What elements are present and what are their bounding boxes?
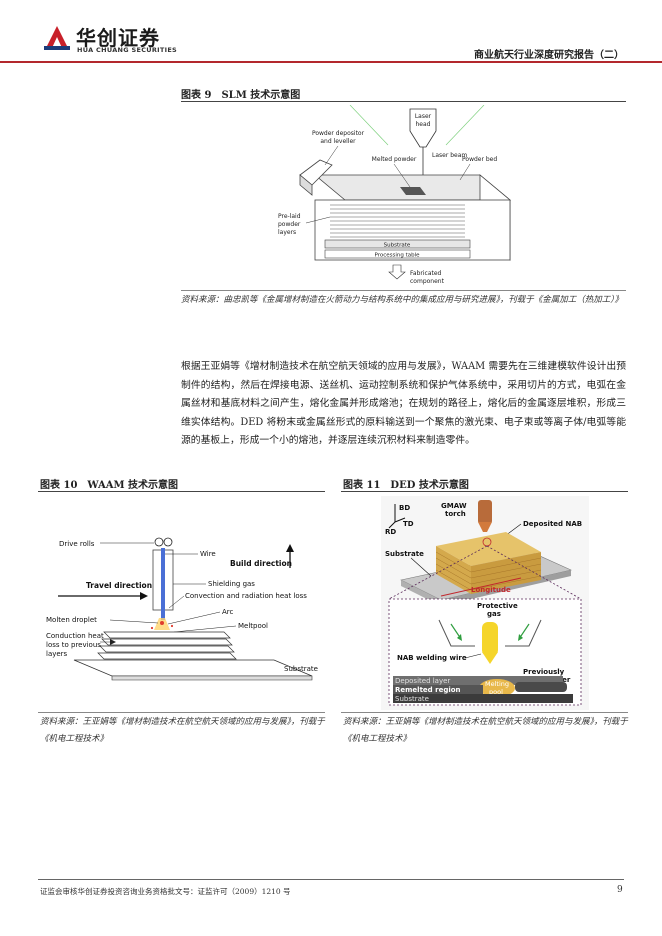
substrate-plate: [73, 659, 313, 677]
label-build-direction: Build direction: [230, 559, 292, 568]
melting-pool-shape: [479, 679, 515, 697]
label-remelted: Remelted region: [395, 686, 461, 694]
label-conduction: Conduction heat: [46, 632, 104, 640]
svg-text:loss to previous: loss to previous: [46, 641, 101, 649]
report-title: 商业航天行业深度研究报告（二）: [474, 50, 624, 61]
figure10-divider: [38, 491, 325, 492]
figure10-source: 资料来源：王亚娟等《增材制造技术在航空航天领域的应用与发展》，刊载于《机电工程技…: [40, 717, 325, 744]
svg-text:component: component: [410, 278, 445, 285]
label-deposited-nab: Deposited NAB: [523, 520, 582, 528]
label-shielding-gas: Shielding gas: [208, 580, 255, 588]
figure11-bottom-divider: [341, 712, 628, 713]
svg-text:layers: layers: [46, 650, 68, 658]
svg-text:layers: layers: [278, 229, 296, 236]
label-molten-droplet: Molten droplet: [46, 616, 97, 624]
label-wire: Wire: [200, 550, 216, 558]
deposited-block: [436, 532, 541, 566]
label-pre-laid: Pre-laid: [278, 213, 301, 220]
label-nab-wire: NAB welding wire: [397, 654, 467, 662]
nab-wire-shape: [482, 622, 498, 656]
label-laser-beam: Laser beam: [432, 152, 467, 159]
label-drive-rolls: Drive rolls: [59, 540, 95, 548]
label-rd: RD: [385, 528, 396, 536]
figure9-slm-diagram: Laser head Laser beam Substrate Processi…: [270, 105, 540, 290]
figure11-title: 图表 11 DED 技术示意图: [343, 480, 469, 491]
label-melted-powder: Melted powder: [372, 156, 417, 163]
label-protective-gas: Protective: [477, 602, 518, 610]
label-substrate: Substrate: [284, 665, 318, 673]
gmaw-torch-shape: [478, 500, 492, 524]
figure9-bottom-divider: [181, 290, 626, 291]
label-deposited-layer: Deposited layer: [395, 677, 450, 685]
logo-icon: [44, 26, 70, 50]
label-laser-head: Laser: [415, 113, 432, 120]
svg-text:gas: gas: [487, 610, 501, 618]
label-longitude: Longitude: [471, 586, 511, 594]
figure9-source: 资料来源：曲忠凯等《金属增材制造在火箭动力与结构系统中的集成应用与研究进展》，刊…: [181, 295, 624, 305]
label-melting-pool: Melting: [485, 680, 509, 688]
wire-shape: [161, 548, 165, 620]
label-processing-table: Processing table: [374, 253, 420, 259]
body-paragraph: 根据王亚娟等《增材制造技术在航空航天领域的应用与发展》，WAAM 需要先在三维建…: [181, 361, 626, 446]
footer-divider: [38, 879, 624, 880]
figure11-source: 资料来源：王亚娟等《增材制造技术在航空航天领域的应用与发展》，刊载于《机电工程技…: [343, 717, 628, 744]
header-divider: [0, 61, 662, 63]
label-substrate-bottom: Substrate: [395, 695, 429, 703]
label-substrate: Substrate: [384, 243, 411, 249]
laser-head-shape: [409, 108, 437, 148]
label-meltpool: Meltpool: [238, 622, 268, 630]
svg-text:torch: torch: [445, 510, 466, 518]
svg-text:pool: pool: [489, 688, 503, 696]
label-travel-direction: Travel direction: [86, 581, 152, 590]
label-convection: Convection and radiation heat loss: [185, 592, 307, 600]
label-previously: Previously: [523, 668, 565, 676]
svg-text:head: head: [416, 121, 431, 128]
svg-text:powder: powder: [278, 221, 301, 228]
figure10-bottom-divider: [38, 712, 325, 713]
label-powder-bed: Powder bed: [462, 156, 497, 163]
label-fabricated: Fabricated: [410, 270, 442, 277]
figure9-divider: [181, 101, 626, 102]
page-number: 9: [617, 885, 623, 895]
brand-name-cn: 华创证券: [76, 26, 160, 50]
label-gmaw: GMAW: [441, 502, 467, 510]
brand-name-en: HUA CHUANG SECURITIES: [77, 46, 178, 54]
svg-text:and leveller: and leveller: [320, 138, 356, 145]
label-bd: BD: [399, 504, 410, 512]
figure10-waam-diagram: Drive rolls Wire Shielding gas Convectio…: [44, 530, 319, 685]
figure11-divider: [341, 491, 628, 492]
label-substrate-top: Substrate: [385, 550, 424, 558]
figure9-title: 图表 9 SLM 技术示意图: [181, 90, 301, 101]
figure10-title: 图表 10 WAAM 技术示意图: [40, 480, 179, 491]
footer-license: 证监会审核华创证券投资咨询业务资格批文号：证监许可（2009）1210 号: [40, 887, 291, 896]
label-td: TD: [403, 520, 414, 528]
label-powder-depositor: Powder depositor: [312, 130, 365, 137]
figure11-ded-diagram: BD TD RD GMAW torch Deposited NAB Substr…: [381, 496, 589, 710]
melted-powder-area: [400, 187, 426, 195]
label-arc: Arc: [222, 608, 234, 616]
